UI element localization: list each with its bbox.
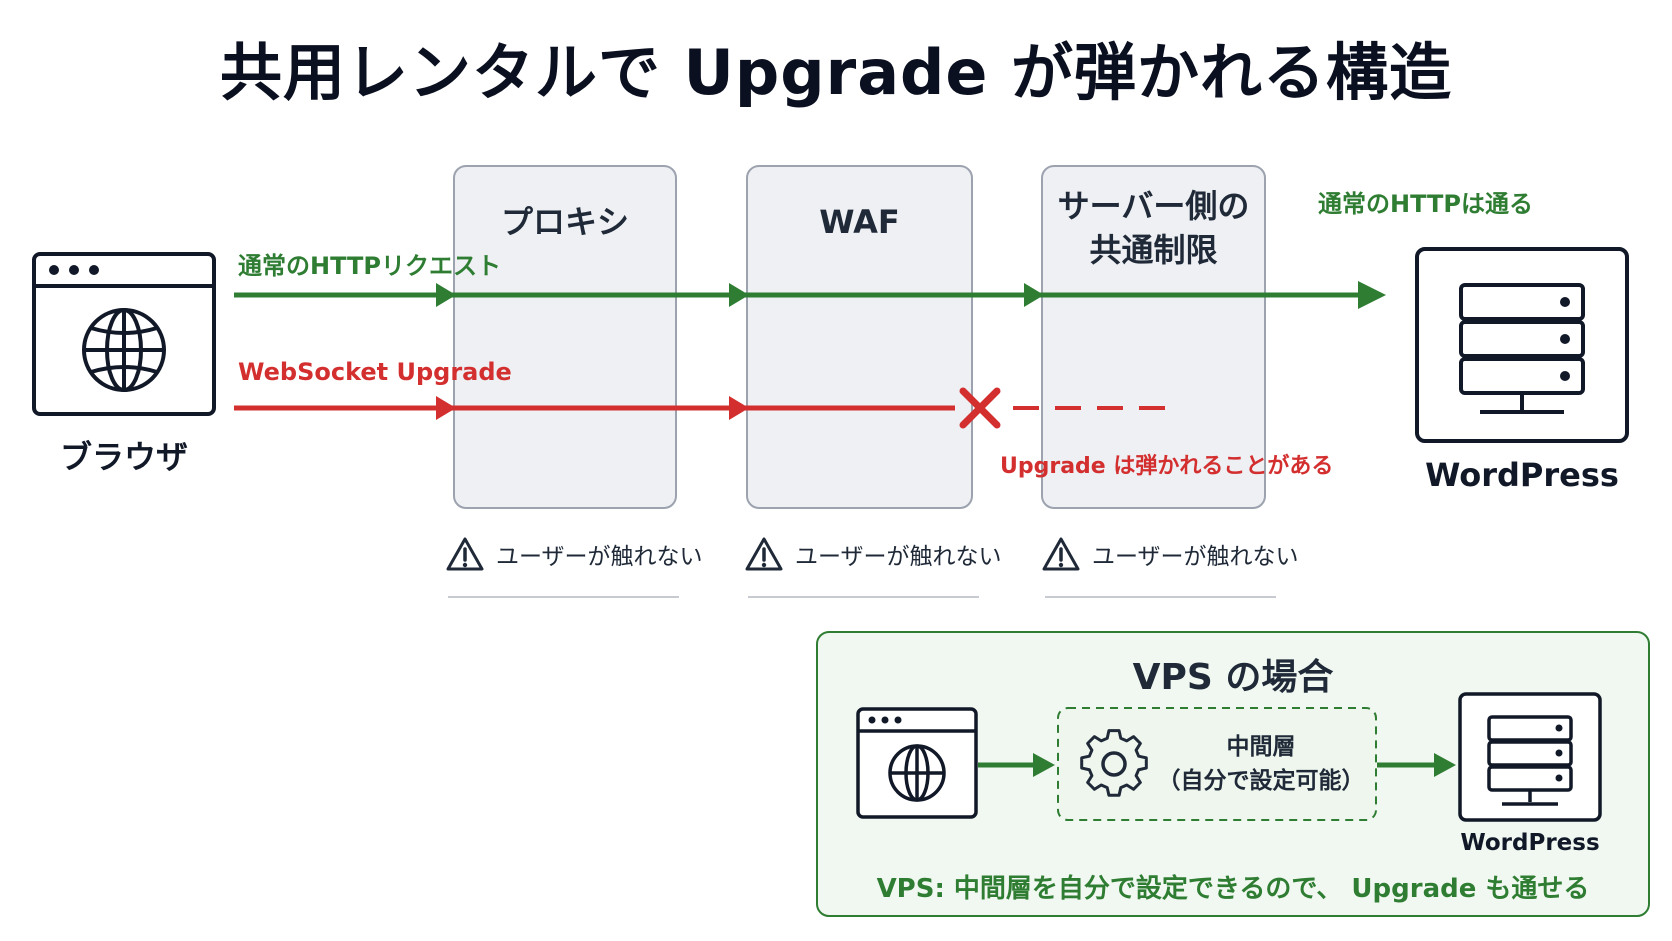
blocked-x-icon [959, 387, 1001, 429]
websocket-flow-arrow [234, 396, 1172, 420]
http-request-label: 通常のHTTPリクエスト [238, 252, 501, 280]
waf-box [746, 165, 973, 509]
warning-icon [446, 537, 484, 571]
browser-label: ブラウザ [59, 438, 188, 476]
server-limit-warning: ユーザーが触れない [1042, 536, 1299, 572]
waf-warning-text: ユーザーが触れない [795, 544, 1002, 570]
proxy-label: プロキシ [500, 203, 629, 241]
vps-middle-layer-line1: 中間層 [1226, 734, 1296, 760]
warning-icon [745, 537, 783, 571]
vps-wordpress-server-icon [1458, 692, 1602, 822]
vps-flow-arrow-1 [978, 753, 1055, 777]
globe-icon [82, 308, 166, 392]
server-limit-box [1041, 165, 1266, 509]
vps-flow-arrow-2 [1377, 753, 1456, 777]
server-limit-label-line1: サーバー側の [1057, 187, 1250, 225]
vps-middle-layer-box [1057, 707, 1377, 821]
proxy-box [453, 165, 677, 509]
http-pass-label: 通常のHTTPは通る [1318, 190, 1533, 218]
wordpress-server-icon [1415, 247, 1629, 443]
vps-browser-icon [856, 707, 978, 819]
browser-window-icon [32, 252, 216, 416]
page-title: 共用レンタルで Upgrade が弾かれる構造 [219, 36, 1453, 109]
waf-label: WAF [819, 203, 900, 241]
server-limit-label: サーバー側の 共通制限 [1042, 184, 1265, 272]
proxy-warning-text: ユーザーが触れない [496, 544, 703, 570]
vps-wordpress-label: WordPress [1460, 830, 1600, 856]
wordpress-label: WordPress [1425, 456, 1619, 494]
server-limit-warning-text: ユーザーが触れない [1092, 544, 1299, 570]
vps-middle-layer-line2: （自分で設定可能） [1157, 768, 1365, 794]
vps-middle-layer-label: 中間層 （自分で設定可能） [1150, 730, 1372, 798]
vps-title: VPS の場合 [1132, 657, 1334, 698]
server-limit-label-line2: 共通制限 [1089, 231, 1218, 269]
vps-note: VPS: 中間層を自分で設定できるので、 Upgrade も通せる [876, 874, 1590, 904]
proxy-warning: ユーザーが触れない [446, 536, 703, 572]
warning-icon [1042, 537, 1080, 571]
upgrade-blocked-label: Upgrade は弾かれることがある [1000, 454, 1334, 479]
gear-icon [1080, 729, 1148, 797]
waf-warning: ユーザーが触れない [745, 536, 1002, 572]
http-flow-arrow [234, 281, 1386, 309]
websocket-upgrade-label: WebSocket Upgrade [238, 358, 512, 386]
